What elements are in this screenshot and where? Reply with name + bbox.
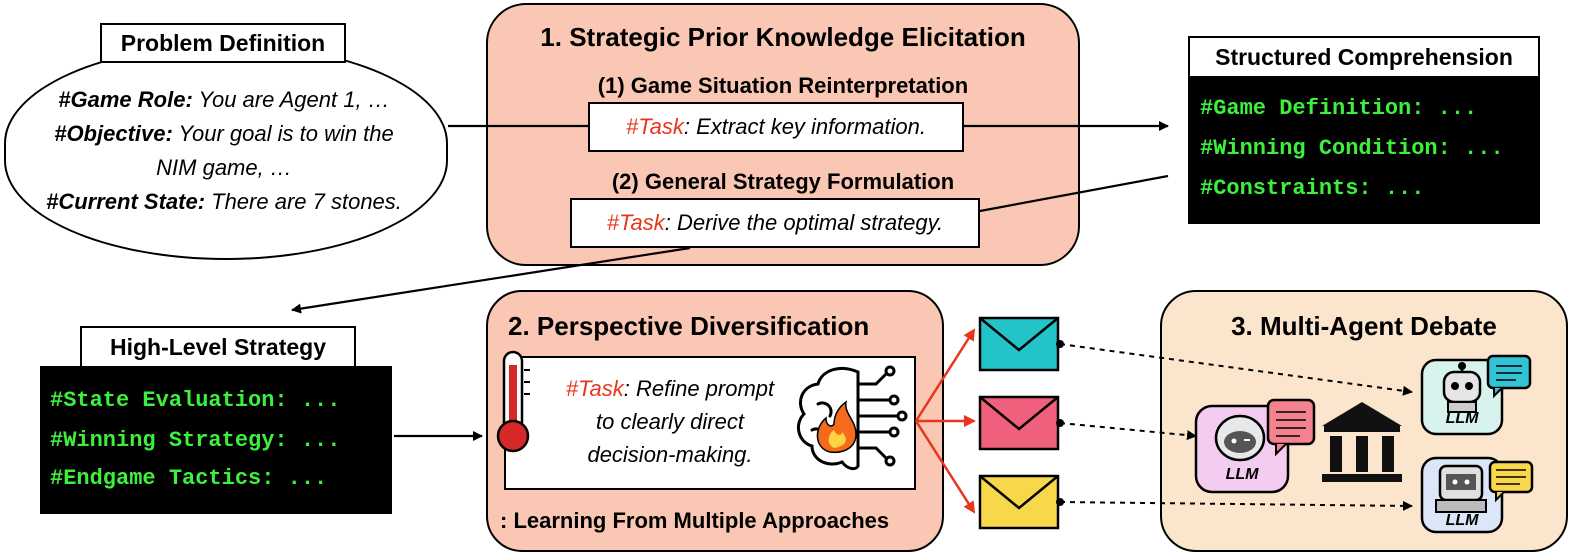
subtitle-game-situation: (1) Game Situation Reinterpretation (597, 73, 969, 98)
robot-agent-icon-top (1420, 354, 1532, 436)
problem-definition-bubble (4, 44, 448, 260)
red-fanout-arrows (914, 328, 976, 514)
envelope-icon-teal (978, 316, 1060, 372)
robot-agent-icon-bottom (1420, 456, 1534, 534)
objective-value: Your goal is to win the (172, 121, 394, 146)
game-role-line: #Game Role: You are Agent 1, … (14, 82, 434, 118)
task-box-extract: #Task: Extract key information. (588, 102, 964, 152)
courthouse-icon (1322, 402, 1402, 482)
hls-line-state-evaluation: #State Evaluation: ... (50, 388, 341, 413)
task-text-3b: to clearly direct (596, 409, 744, 434)
objective-key: #Objective: (54, 121, 173, 146)
section-2-footer: : Learning From Multiple Approaches (500, 508, 890, 533)
section-2-title: 2. Perspective Diversification (508, 311, 870, 341)
flame-icon (816, 400, 857, 454)
structured-comprehension-box (1188, 76, 1540, 224)
task-tag-1: #Task (626, 114, 684, 139)
game-role-value: You are Agent 1, … (192, 87, 390, 112)
arrow-to-high-level (291, 246, 691, 314)
task-text-3c: decision-making. (587, 442, 753, 467)
subtitle-general-strategy: (2) General Strategy Formulation (611, 169, 955, 194)
dotted-arrows-to-agents (1056, 340, 1413, 511)
current-state-line: #Current State: There are 7 stones. (14, 184, 434, 220)
task-text-1: : Extract key information. (683, 114, 926, 139)
llm-label-bottom: LLM (1445, 512, 1479, 529)
task-text-3a: : Refine prompt (623, 376, 775, 401)
envelope-icon-yellow (978, 474, 1060, 530)
section-2-task-text: #Task: Refine prompt to clearly direct d… (536, 372, 804, 471)
hls-line-winning-strategy: #Winning Strategy: ... (50, 428, 341, 453)
section-1-title: 1. Strategic Prior Knowledge Elicitation (540, 22, 1026, 52)
arrow-structured-to-derive (979, 174, 1169, 213)
current-state-value: There are 7 stones. (205, 189, 402, 214)
current-state-key: #Current State: (46, 189, 206, 214)
struct-line-game-definition: #Game Definition: ... (1200, 96, 1478, 121)
thermometer-icon (496, 350, 530, 453)
struct-line-constraints: #Constraints: ... (1200, 176, 1425, 201)
brain-circuit-icon (796, 365, 908, 471)
envelope-icon-pink (978, 395, 1060, 451)
struct-line-winning-condition: #Winning Condition: ... (1200, 136, 1504, 161)
section-3-title: 3. Multi-Agent Debate (1231, 311, 1497, 341)
problem-definition-title: Problem Definition (100, 23, 346, 63)
hls-line-endgame-tactics: #Endgame Tactics: ... (50, 466, 328, 491)
structured-comprehension-title: Structured Comprehension (1188, 36, 1540, 78)
task-tag-3: #Task (565, 376, 624, 401)
task-box-derive: #Task: Derive the optimal strategy. (570, 198, 980, 248)
game-role-key: #Game Role: (58, 87, 193, 112)
objective-line-2: NIM game, … (156, 155, 292, 180)
llm-label-top: LLM (1445, 410, 1479, 427)
robot-agent-icon-left (1194, 398, 1316, 494)
high-level-strategy-title: High-Level Strategy (80, 326, 356, 368)
task-text-2: : Derive the optimal strategy. (664, 210, 944, 235)
task-tag-2: #Task (606, 210, 665, 235)
llm-label-left: LLM (1225, 466, 1259, 483)
objective-line: #Objective: Your goal is to win the (14, 116, 434, 152)
high-level-strategy-box (40, 366, 392, 514)
